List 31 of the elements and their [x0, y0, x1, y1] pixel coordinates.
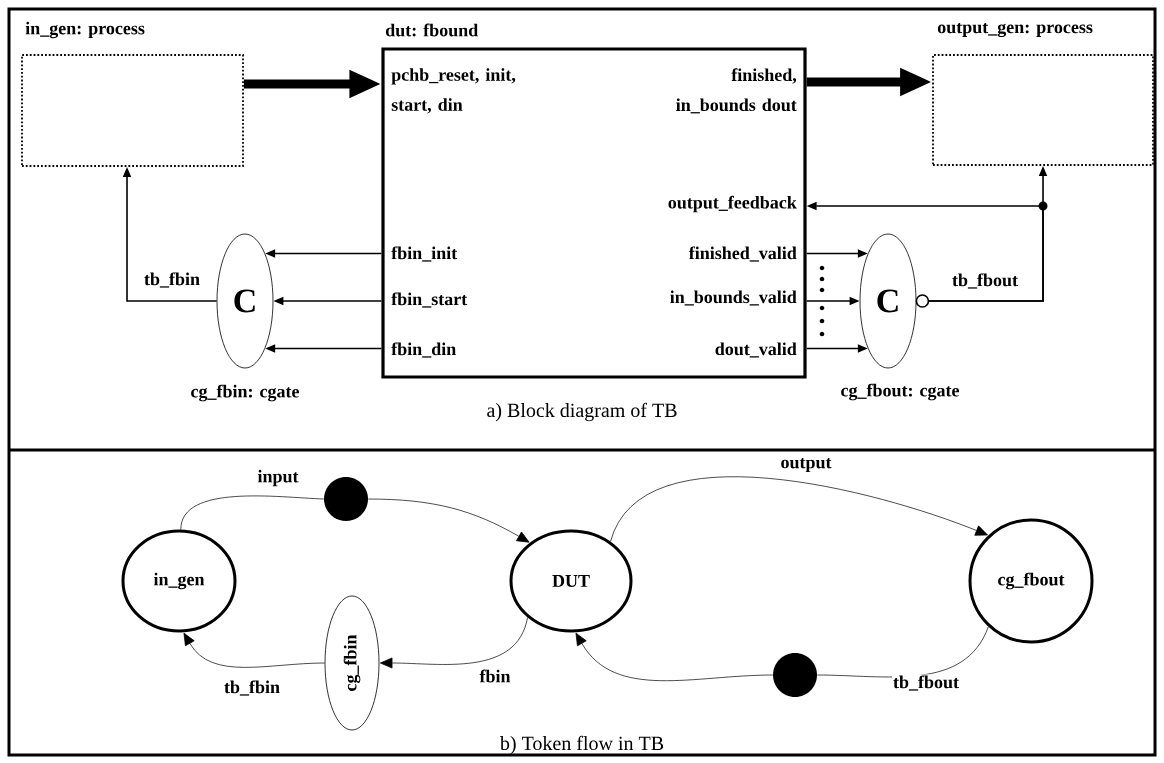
gate-caption: cg_fbin: cgate: [191, 384, 300, 402]
edge-label: tb_fbin: [223, 679, 281, 697]
edge-label: tb_fbout: [892, 674, 960, 692]
arrow: [183, 632, 325, 668]
port-label: pchb_reset, init, start, din: [391, 68, 516, 114]
token-dot: [324, 477, 368, 521]
port-label: dout_valid: [715, 342, 797, 358]
port-label: in_bounds_valid: [670, 290, 797, 306]
arrow: [610, 476, 988, 542]
gate-caption: cg_fbout: cgate: [841, 383, 960, 401]
port-label: fbin_din: [391, 342, 456, 358]
port-label: fbin_init: [391, 246, 458, 262]
edge-label: tb_fbin: [143, 271, 201, 289]
edge-label: fbin: [478, 668, 512, 684]
port-label: output_feedback: [668, 195, 797, 213]
arrow: [379, 617, 528, 669]
box-heading: dut: fbound: [385, 23, 479, 37]
port-label: finished, in_bounds dout: [676, 68, 797, 114]
edge-label: output: [779, 457, 833, 473]
box-heading: output_gen: process: [937, 22, 1093, 38]
arrow: [575, 632, 774, 681]
edge-label: tb_fbout: [951, 272, 1019, 290]
box-heading: in_gen: process: [25, 21, 145, 39]
token-dot: [773, 653, 817, 697]
figure-caption: a) Block diagram of TB: [487, 402, 677, 422]
port-label: finished_valid: [688, 246, 797, 262]
connector-line: [180, 495, 325, 530]
arrow: [367, 498, 530, 543]
figure-caption: b) Token flow in TB: [499, 735, 664, 755]
edge-label: input: [256, 468, 300, 488]
port-label: fbin_start: [391, 292, 468, 308]
